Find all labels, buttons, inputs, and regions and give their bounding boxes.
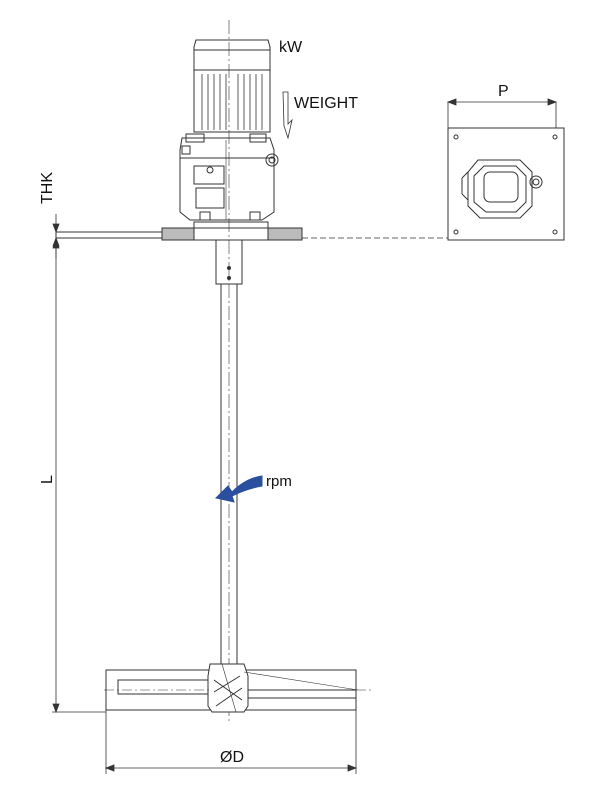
rotation-arrow-icon — [215, 475, 263, 503]
flange-pitch-label: P — [498, 83, 509, 100]
mounting-plate — [55, 221, 448, 241]
dimension-lines — [52, 91, 558, 774]
speed-label: rpm — [266, 473, 292, 490]
plan-view — [447, 127, 565, 241]
power-label: kW — [279, 39, 303, 56]
shaft-length-label: L — [39, 475, 56, 484]
weight-label: WEIGHT — [294, 95, 358, 112]
shaft — [215, 20, 243, 722]
flange-thickness-label: THK — [39, 172, 56, 204]
motor — [193, 39, 271, 133]
impeller — [104, 663, 372, 713]
gearbox — [179, 133, 279, 221]
impeller-diameter-label: ØD — [220, 749, 244, 766]
